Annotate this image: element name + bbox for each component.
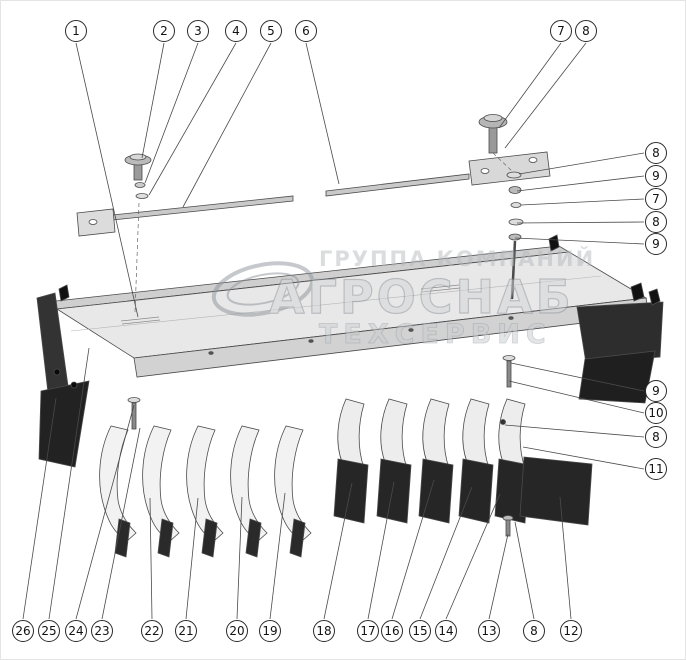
part-callout: 15 [409,620,431,642]
part-callout: 2 [153,20,175,42]
part-callout: 9 [645,233,667,255]
watermark: ГРУППА КОМПАНИЙ АГРОСНАБ ТЕХСЕРВИС [211,246,595,350]
watermark-logo-icon [211,261,315,317]
part-callout: 24 [65,620,87,642]
part-callout: 5 [260,20,282,42]
part-callout: 20 [226,620,248,642]
part-callout: 1 [65,20,87,42]
small-hardware [127,355,516,537]
watermark-line1: ГРУППА КОМПАНИЙ [319,246,595,271]
spring-tine [274,425,312,558]
machine-drawing [36,114,664,558]
part-callout: 8 [645,426,667,448]
spring-tine [99,425,137,558]
part-callout: 19 [259,620,281,642]
part-callout: 6 [295,20,317,42]
scraper-tine [376,398,412,524]
right-end-plates [548,234,664,404]
part-callout: 16 [381,620,403,642]
part-callout: 8 [645,142,667,164]
part-callout: 9 [645,380,667,402]
side-plate [519,456,593,526]
watermark-line3: ТЕХСЕРВИС [319,319,552,350]
part-callout: 9 [645,165,667,187]
spring-tine [186,425,224,558]
part-callout: 8 [523,620,545,642]
part-callout: 21 [175,620,197,642]
part-callout: 18 [313,620,335,642]
part-callout: 8 [575,20,597,42]
part-callout: 17 [357,620,379,642]
part-callout: 7 [550,20,572,42]
part-callout: 3 [187,20,209,42]
part-callout: 12 [560,620,582,642]
alignment-axes [134,152,514,314]
part-callout: 7 [645,188,667,210]
scraper-tine [333,398,369,524]
part-callout: 14 [435,620,457,642]
part-callout: 13 [478,620,500,642]
watermark-line2: АГРОСНАБ [269,270,574,324]
left-end-plates [36,284,90,468]
part-callout: 22 [141,620,163,642]
part-callout: 25 [38,620,60,642]
part-callout: 8 [645,211,667,233]
part-callout: 4 [225,20,247,42]
part-callout: 23 [91,620,113,642]
scraper-tine [418,398,454,524]
main-board [45,245,650,378]
clamp-bar-left [76,195,294,237]
spring-tine [230,425,268,558]
part-callout: 26 [12,620,34,642]
spring-tine [142,425,180,558]
part-callout: 11 [645,458,667,480]
part-callout: 10 [645,402,667,424]
wing-bolt-right [478,114,508,154]
scraper-tine [458,398,494,524]
wing-bolt-left [124,153,152,199]
leader-lines [22,42,645,620]
